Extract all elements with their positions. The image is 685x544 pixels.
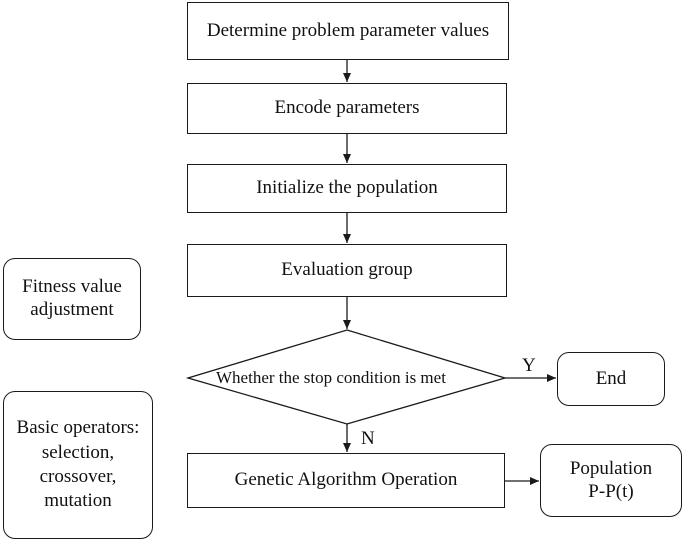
step-ga-label: Genetic Algorithm Operation [234, 469, 458, 491]
decision-label: Whether the stop condition is met [216, 368, 446, 387]
step-encode-label: Encode parameters [274, 97, 420, 119]
step-genetic-algorithm-operation: Genetic Algorithm Operation [187, 453, 505, 508]
operators-note-line1: Basic operators: [16, 417, 140, 439]
fitness-adjustment-note: Fitness value adjustment [3, 258, 141, 340]
population-label-line1: Population [569, 457, 653, 479]
basic-operators-note: Basic operators: selection, crossover, m… [3, 391, 153, 539]
operators-note-line4: mutation [44, 490, 112, 512]
decision-diamond [185, 329, 508, 425]
fitness-note-line1: Fitness value [22, 276, 122, 298]
step-evaluation-group: Evaluation group [187, 244, 507, 297]
operators-note-line3: crossover, [39, 466, 117, 487]
no-branch-label: N [361, 428, 375, 449]
yes-branch-label: Y [522, 355, 536, 376]
step-determine-parameters: Determine problem parameter values [187, 2, 509, 60]
fitness-note-line2: adjustment [30, 299, 114, 320]
step-initialize-label: Initialize the population [256, 177, 438, 199]
population-node: Population P-P(t) [540, 444, 682, 517]
step-evaluate-label: Evaluation group [281, 259, 413, 281]
step-initialize-population: Initialize the population [187, 164, 507, 213]
step-encode-parameters: Encode parameters [187, 83, 507, 134]
operators-note-line2: selection, [41, 441, 115, 463]
end-node: End [557, 352, 665, 406]
population-label-line2: P-P(t) [588, 480, 634, 502]
step-determine-label: Determine problem parameter values [206, 19, 490, 41]
end-label: End [595, 367, 627, 389]
